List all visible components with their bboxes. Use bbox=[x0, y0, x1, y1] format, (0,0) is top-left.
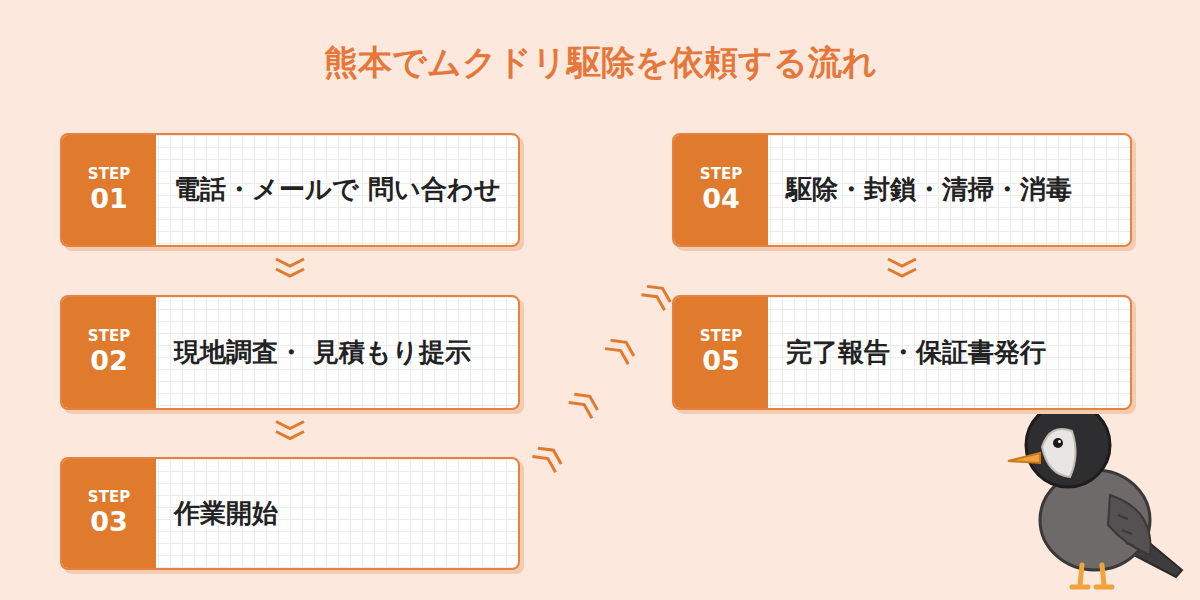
chevron-arrow bbox=[276, 422, 304, 429]
flow-connector bbox=[888, 247, 916, 295]
step-label: 作業開始 bbox=[174, 495, 278, 533]
starling-illustration bbox=[990, 385, 1190, 595]
process-box: 駆除・封鎖・清掃・消毒 STEP04 bbox=[672, 133, 1132, 247]
chevron-arrow bbox=[569, 403, 592, 419]
chevron-arrow bbox=[532, 457, 555, 473]
step-label: 駆除・封鎖・清掃・消毒 bbox=[786, 171, 1072, 209]
connector-path bbox=[901, 247, 903, 295]
chevron-arrow bbox=[888, 269, 916, 276]
step-number: 02 bbox=[90, 345, 128, 377]
step-label: 電話・メールで 問い合わせ bbox=[174, 171, 501, 209]
step-word: STEP bbox=[88, 488, 130, 506]
chevron-arrow bbox=[574, 394, 597, 410]
connector-path bbox=[289, 247, 291, 295]
chevron-arrow bbox=[276, 259, 304, 266]
step-tab: STEP03 bbox=[62, 459, 156, 568]
step-word: STEP bbox=[700, 327, 742, 345]
connector-path bbox=[289, 410, 291, 457]
step-number: 03 bbox=[90, 506, 128, 538]
chevron-arrow bbox=[641, 295, 664, 311]
step-tab: STEP01 bbox=[62, 135, 156, 245]
step-tab: STEP02 bbox=[62, 297, 156, 408]
step-tab: STEP04 bbox=[674, 135, 768, 245]
step-word: STEP bbox=[88, 327, 130, 345]
step-word: STEP bbox=[88, 165, 130, 183]
step-number: 05 bbox=[702, 345, 740, 377]
step-number: 04 bbox=[702, 183, 740, 215]
chevron-arrow bbox=[538, 448, 561, 464]
process-box: 電話・メールで 問い合わせ STEP01 bbox=[60, 133, 520, 247]
starling-bird bbox=[1008, 403, 1182, 587]
process-box: 現地調査・ 見積もり提示 STEP02 bbox=[60, 295, 520, 410]
step-label: 現地調査・ 見積もり提示 bbox=[174, 334, 471, 372]
flow-connector bbox=[520, 247, 690, 500]
step-word: STEP bbox=[700, 165, 742, 183]
diagram-title: 熊本でムクドリ駆除を依頼する流れ bbox=[0, 40, 1200, 86]
step-tab: STEP05 bbox=[674, 297, 768, 408]
flow-connector bbox=[276, 410, 304, 457]
chevron-arrow bbox=[605, 349, 628, 365]
connector-path bbox=[520, 247, 690, 500]
flow-connector bbox=[276, 247, 304, 295]
chevron-arrow bbox=[647, 286, 670, 302]
chevron-arrow bbox=[888, 259, 916, 266]
chevron-arrow bbox=[276, 432, 304, 439]
step-number: 01 bbox=[90, 183, 128, 215]
process-box: 完了報告・保証書発行 STEP05 bbox=[672, 295, 1132, 410]
chevron-arrow bbox=[276, 269, 304, 276]
step-label: 完了報告・保証書発行 bbox=[786, 334, 1046, 372]
chevron-arrow bbox=[611, 340, 634, 356]
process-box: 作業開始 STEP03 bbox=[60, 457, 520, 570]
